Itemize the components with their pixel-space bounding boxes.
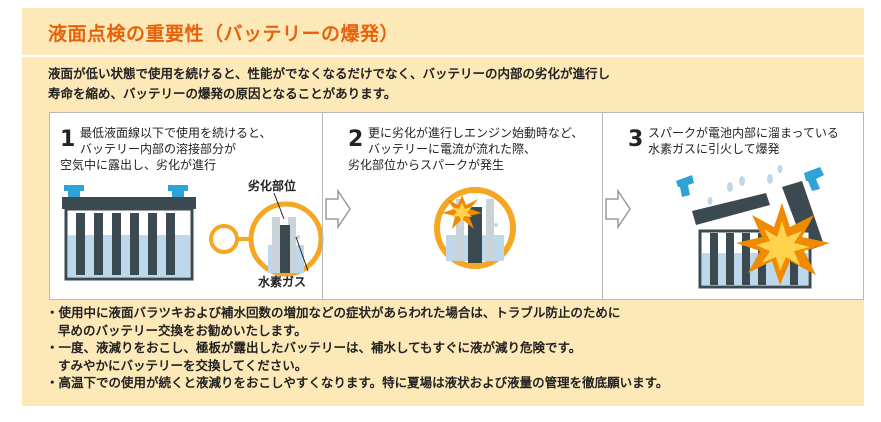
spark-icon bbox=[442, 195, 482, 229]
battery-icon bbox=[62, 185, 196, 281]
step-description: スパークが電池内部に溜まっている 水素ガスに引火して爆発 bbox=[628, 125, 839, 157]
arrow-right-icon bbox=[325, 188, 351, 230]
step-description: 更に劣化が進行しエンジン始動時など、 バッテリーに電流が流れた際、 劣化部位から… bbox=[348, 125, 583, 173]
explosion-icon bbox=[676, 165, 830, 289]
step-line: 更に劣化が進行しエンジン始動時など、 bbox=[368, 126, 584, 140]
note-item: ・使用中に液面バラツキおよび補水回数の増加などの症状があらわれた場合は、トラブル… bbox=[46, 304, 668, 339]
arrow-right-icon bbox=[605, 188, 631, 230]
note-line: ・一度、液減りをおこし、極板が露出したバッテリーは、補水してもすぐに液が減り危険… bbox=[46, 340, 582, 355]
divider bbox=[602, 113, 603, 299]
step-line: 最低液面線以下で使用を続けると、 bbox=[80, 126, 272, 140]
step-line: 水素ガスに引火して爆発 bbox=[648, 142, 780, 156]
steps-box: 1 最低液面線以下で使用を続けると、 バッテリー内部の溶接部分が 空気中に露出し… bbox=[49, 112, 864, 300]
note-item: ・一度、液減りをおこし、極板が露出したバッテリーは、補水してもすぐに液が減り危険… bbox=[46, 339, 668, 374]
step-description: 最低液面線以下で使用を続けると、 バッテリー内部の溶接部分が 空気中に露出し、劣… bbox=[60, 125, 272, 173]
notes-list: ・使用中に液面バラツキおよび補水回数の増加などの症状があらわれた場合は、トラブル… bbox=[46, 304, 668, 392]
hydrogen-gas-label: 水素ガス bbox=[258, 275, 307, 289]
note-item: ・高温下での使用が続くと液減りをおこしやすくなります。特に夏場は液状および液量の… bbox=[46, 374, 668, 392]
step-3: 3 スパークが電池内部に溜まっている 水素ガスに引火して爆発 bbox=[610, 113, 863, 299]
magnifier-ring-icon bbox=[209, 201, 324, 277]
step-1: 1 最低液面線以下で使用を続けると、 バッテリー内部の溶接部分が 空気中に露出し… bbox=[50, 113, 324, 299]
intro-line: 液面が低い状態で使用を続けると、性能がでなくなるだけでなく、バッテリーの内部の劣… bbox=[48, 66, 611, 81]
page-title: 液面点検の重要性（バッテリーの爆発） bbox=[48, 23, 400, 45]
step-number: 3 bbox=[628, 127, 644, 152]
step-2: 2 更に劣化が進行しエンジン始動時など、 バッテリーに電流が流れた際、 劣化部位… bbox=[330, 113, 600, 299]
intro-line: 寿命を縮め、バッテリーの爆発の原因となることがあります。 bbox=[48, 86, 397, 101]
divider bbox=[322, 113, 323, 299]
deterioration-label: 劣化部位 bbox=[248, 179, 297, 193]
step-line: 空気中に露出し、劣化が進行 bbox=[60, 158, 217, 172]
step-number: 2 bbox=[348, 127, 364, 152]
note-line: ・使用中に液面バラツキおよび補水回数の増加などの症状があらわれた場合は、トラブル… bbox=[46, 305, 621, 320]
step-line: バッテリー内部の溶接部分が bbox=[80, 142, 237, 156]
step-line: バッテリーに電流が流れた際、 bbox=[368, 142, 537, 156]
step-number: 1 bbox=[60, 127, 76, 152]
title-bar: 液面点検の重要性（バッテリーの爆発） bbox=[22, 8, 864, 57]
intro-text: 液面が低い状態で使用を続けると、性能がでなくなるだけでなく、バッテリーの内部の劣… bbox=[48, 64, 610, 104]
leader-line bbox=[273, 192, 309, 272]
note-line: すみやかにバッテリーを交換してください。 bbox=[58, 357, 308, 373]
info-panel: 液面点検の重要性（バッテリーの爆発） 液面が低い状態で使用を続けると、性能がでな… bbox=[22, 8, 864, 406]
step-line: 劣化部位からスパークが発生 bbox=[348, 158, 505, 172]
note-line: 早めのバッテリー交換をお勧めいたします。 bbox=[58, 322, 307, 338]
note-line: ・高温下での使用が続くと液減りをおこしやすくなります。特に夏場は液状および液量の… bbox=[46, 375, 669, 390]
step-line: スパークが電池内部に溜まっている bbox=[648, 126, 839, 140]
